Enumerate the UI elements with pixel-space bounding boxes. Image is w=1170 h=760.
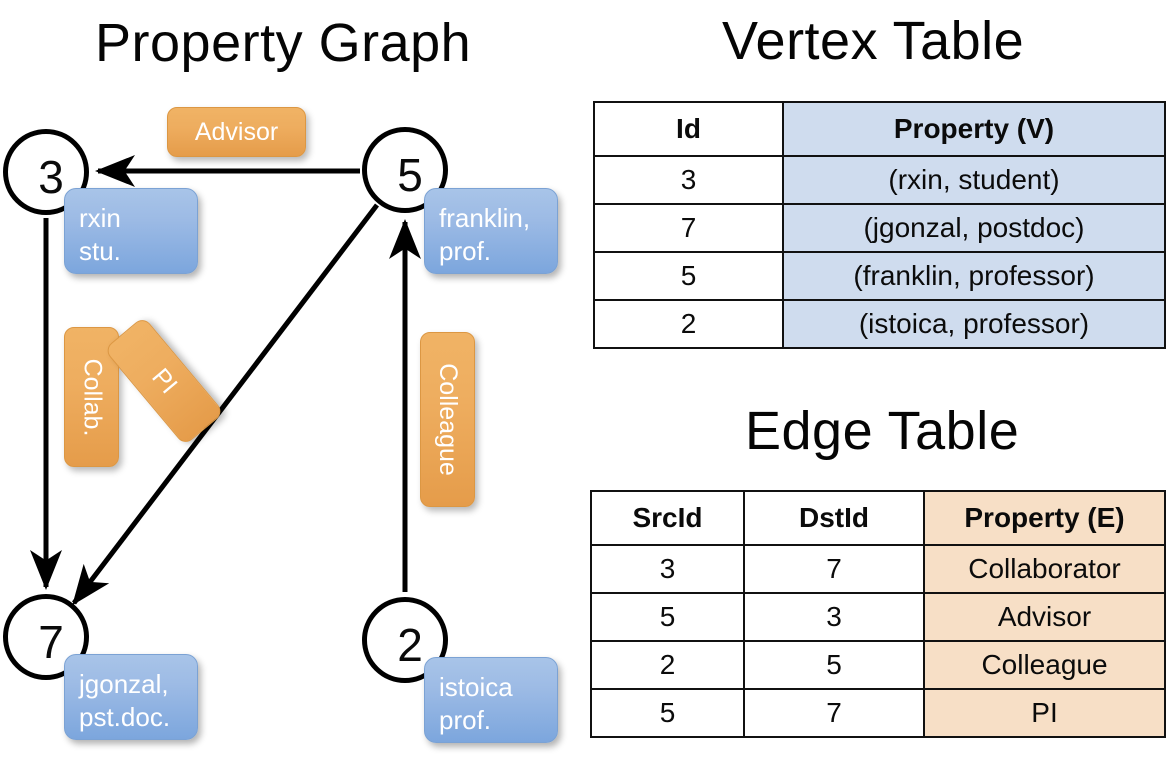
graph-node-2[interactable]: 2 xyxy=(362,597,448,683)
vertex-table-header-property: Property (V) xyxy=(782,101,1166,157)
vertex-cell-id: 7 xyxy=(593,203,784,253)
node-property-box-rxin: rxin stu. xyxy=(64,188,198,274)
table-row[interactable]: 3 7 Collaborator xyxy=(590,544,1166,594)
edge-table: SrcId DstId Property (E) 3 7 Collaborato… xyxy=(590,490,1166,738)
node-property-line2: prof. xyxy=(439,704,492,735)
edge-label-box-advisor: Advisor xyxy=(167,107,306,157)
vertex-cell-id: 3 xyxy=(593,155,784,205)
graph-node-2-label: 2 xyxy=(397,619,423,671)
node-property-box-franklin: franklin, prof. xyxy=(424,188,558,274)
table-row[interactable]: 3 (rxin, student) xyxy=(593,155,1166,205)
vertex-cell-id: 5 xyxy=(593,251,784,301)
graph-node-5[interactable]: 5 xyxy=(362,127,448,213)
vertex-cell-property: (rxin, student) xyxy=(782,155,1166,205)
node-property-box-jgonzal: jgonzal, pst.doc. xyxy=(64,654,198,740)
page-title-vertex-table: Vertex Table xyxy=(722,11,1025,71)
graph-edges-canvas xyxy=(30,155,421,606)
edge-label-text: Advisor xyxy=(194,117,279,146)
edge-cell-srcid: 2 xyxy=(590,640,745,690)
page-title-edge-table: Edge Table xyxy=(745,401,1020,461)
vertex-table-header-id: Id xyxy=(593,101,784,157)
table-row[interactable]: 2 (istoica, professor) xyxy=(593,299,1166,349)
node-property-line1: istoica xyxy=(439,672,513,702)
edge-cell-property: Colleague xyxy=(923,640,1166,690)
table-row[interactable]: 2 5 Colleague xyxy=(590,640,1166,690)
table-row[interactable]: 7 (jgonzal, postdoc) xyxy=(593,203,1166,253)
vertex-cell-id: 2 xyxy=(593,299,784,349)
edge-cell-srcid: 5 xyxy=(590,592,745,642)
node-property-line2: pst.doc. xyxy=(79,701,171,732)
table-row[interactable]: 5 (franklin, professor) xyxy=(593,251,1166,301)
graph-node-7-label: 7 xyxy=(38,616,64,668)
edge-cell-srcid: 3 xyxy=(590,544,745,594)
vertex-table-header-row: Id Property (V) xyxy=(593,101,1166,157)
edge-table-header-srcid: SrcId xyxy=(590,490,745,546)
vertex-table: Id Property (V) 3 (rxin, student) 7 (jgo… xyxy=(593,101,1166,349)
edge-cell-dstid: 7 xyxy=(743,688,925,738)
edge-label-text: PI xyxy=(146,362,183,399)
edge-label-text: Colleague xyxy=(434,363,462,476)
edge-cell-dstid: 3 xyxy=(743,592,925,642)
vertex-cell-property: (jgonzal, postdoc) xyxy=(782,203,1166,253)
graph-node-5-label: 5 xyxy=(397,149,423,201)
vertex-cell-property: (franklin, professor) xyxy=(782,251,1166,301)
edge-label-box-colleague: Colleague xyxy=(420,332,475,507)
graph-node-3-label: 3 xyxy=(38,151,64,203)
edge-cell-property: Collaborator xyxy=(923,544,1166,594)
node-property-line2: stu. xyxy=(79,235,121,266)
edge-cell-dstid: 7 xyxy=(743,544,925,594)
edge-table-header-row: SrcId DstId Property (E) xyxy=(590,490,1166,546)
node-property-line1: jgonzal, xyxy=(79,669,169,699)
node-property-line1: franklin, xyxy=(439,203,531,233)
edge-cell-property: PI xyxy=(923,688,1166,738)
edge-cell-property: Advisor xyxy=(923,592,1166,642)
edge-cell-srcid: 5 xyxy=(590,688,745,738)
page-title-property-graph: Property Graph xyxy=(95,13,472,73)
node-property-line1: rxin xyxy=(79,203,121,233)
vertex-cell-property: (istoica, professor) xyxy=(782,299,1166,349)
edge-table-header-property: Property (E) xyxy=(923,490,1166,546)
node-property-line2: prof. xyxy=(439,235,492,266)
table-row[interactable]: 5 7 PI xyxy=(590,688,1166,738)
edge-table-header-dstid: DstId xyxy=(743,490,925,546)
edge-label-text: Collab. xyxy=(78,358,107,436)
edge-cell-dstid: 5 xyxy=(743,640,925,690)
node-property-box-istoica: istoica prof. xyxy=(424,657,558,743)
edge-arrow-5-to-7 xyxy=(72,203,379,606)
table-row[interactable]: 5 3 Advisor xyxy=(590,592,1166,642)
